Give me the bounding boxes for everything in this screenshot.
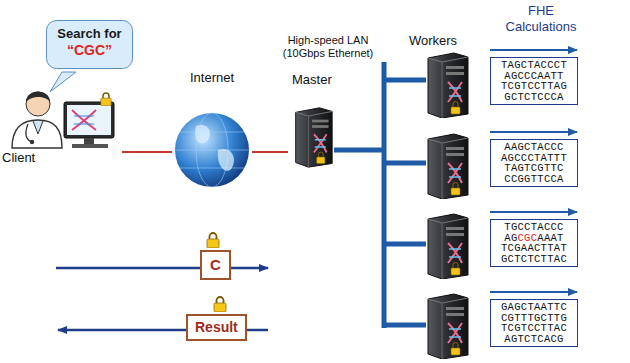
ciphertext-box: C <box>200 250 231 280</box>
dna-sequence: AGTCTCACG <box>495 334 573 345</box>
network-link <box>122 151 172 153</box>
network-link <box>252 151 288 153</box>
dna-sequence: CGTTTGCTTG <box>495 313 573 324</box>
dna-sequence: TCGTCCTTAG <box>495 81 573 92</box>
dna-sequence: CCGGTTCCA <box>495 174 573 185</box>
dna-sequence: AGCGCAAAT <box>495 233 573 244</box>
node-label: Internet <box>190 70 234 86</box>
result-box: Result <box>186 314 247 341</box>
dna-sequence: TCGAACTTAT <box>495 243 573 254</box>
node-label: Result <box>195 319 238 336</box>
internet-globe: Internet <box>172 70 252 192</box>
dna-box: TAGCTACCCTAGCCCAATTTCGTCCTTAGGCTCTCCCA <box>490 57 578 105</box>
dna-sequence: AGCCCTATTT <box>495 153 573 164</box>
network-label: High-speed LAN (10Gbps Ethernet) <box>266 34 390 60</box>
group-label: Workers <box>398 33 468 49</box>
dna-sequence: TAGTCGTTC <box>495 163 573 174</box>
speech-bubble: Search for“CGC” <box>46 20 133 69</box>
dna-box: GAGCTAATTCCGTTTGCTTGTCGTCCTTACAGTCTCACG <box>490 299 578 347</box>
node-label: Master <box>292 72 332 88</box>
dna-sequence: TAGCTACCCT <box>495 60 573 71</box>
dna-sequence: GCTCTCTTAC <box>495 254 573 265</box>
dna-sequence: GAGCTAATTC <box>495 302 573 313</box>
dna-sequence: AGCCCAATT <box>495 71 573 82</box>
dna-sequence: GCTCTCCCA <box>495 92 573 103</box>
node-label: Search for <box>52 26 127 42</box>
heading-label: FHE Calculations <box>493 3 589 35</box>
dna-box: TGCCTACCCAGCGCAAATTCGAACTTATGCTCTCTTAC <box>490 219 578 267</box>
master-server: Master <box>288 72 336 180</box>
node-label: Client <box>2 150 35 166</box>
dna-sequence: TCGTCCTTAC <box>495 323 573 334</box>
node-label: “CGC” <box>52 42 127 59</box>
dna-sequence: TGCCTACCC <box>495 222 573 233</box>
dna-sequence: AAGCTACCC <box>495 142 573 153</box>
node-label: C <box>210 256 221 274</box>
highlight-match: CGC <box>517 232 537 244</box>
dna-box: AAGCTACCCAGCCCTATTTTAGTCGTTCCCGGTTCCA <box>490 139 578 187</box>
client-figure: Client <box>0 80 122 172</box>
